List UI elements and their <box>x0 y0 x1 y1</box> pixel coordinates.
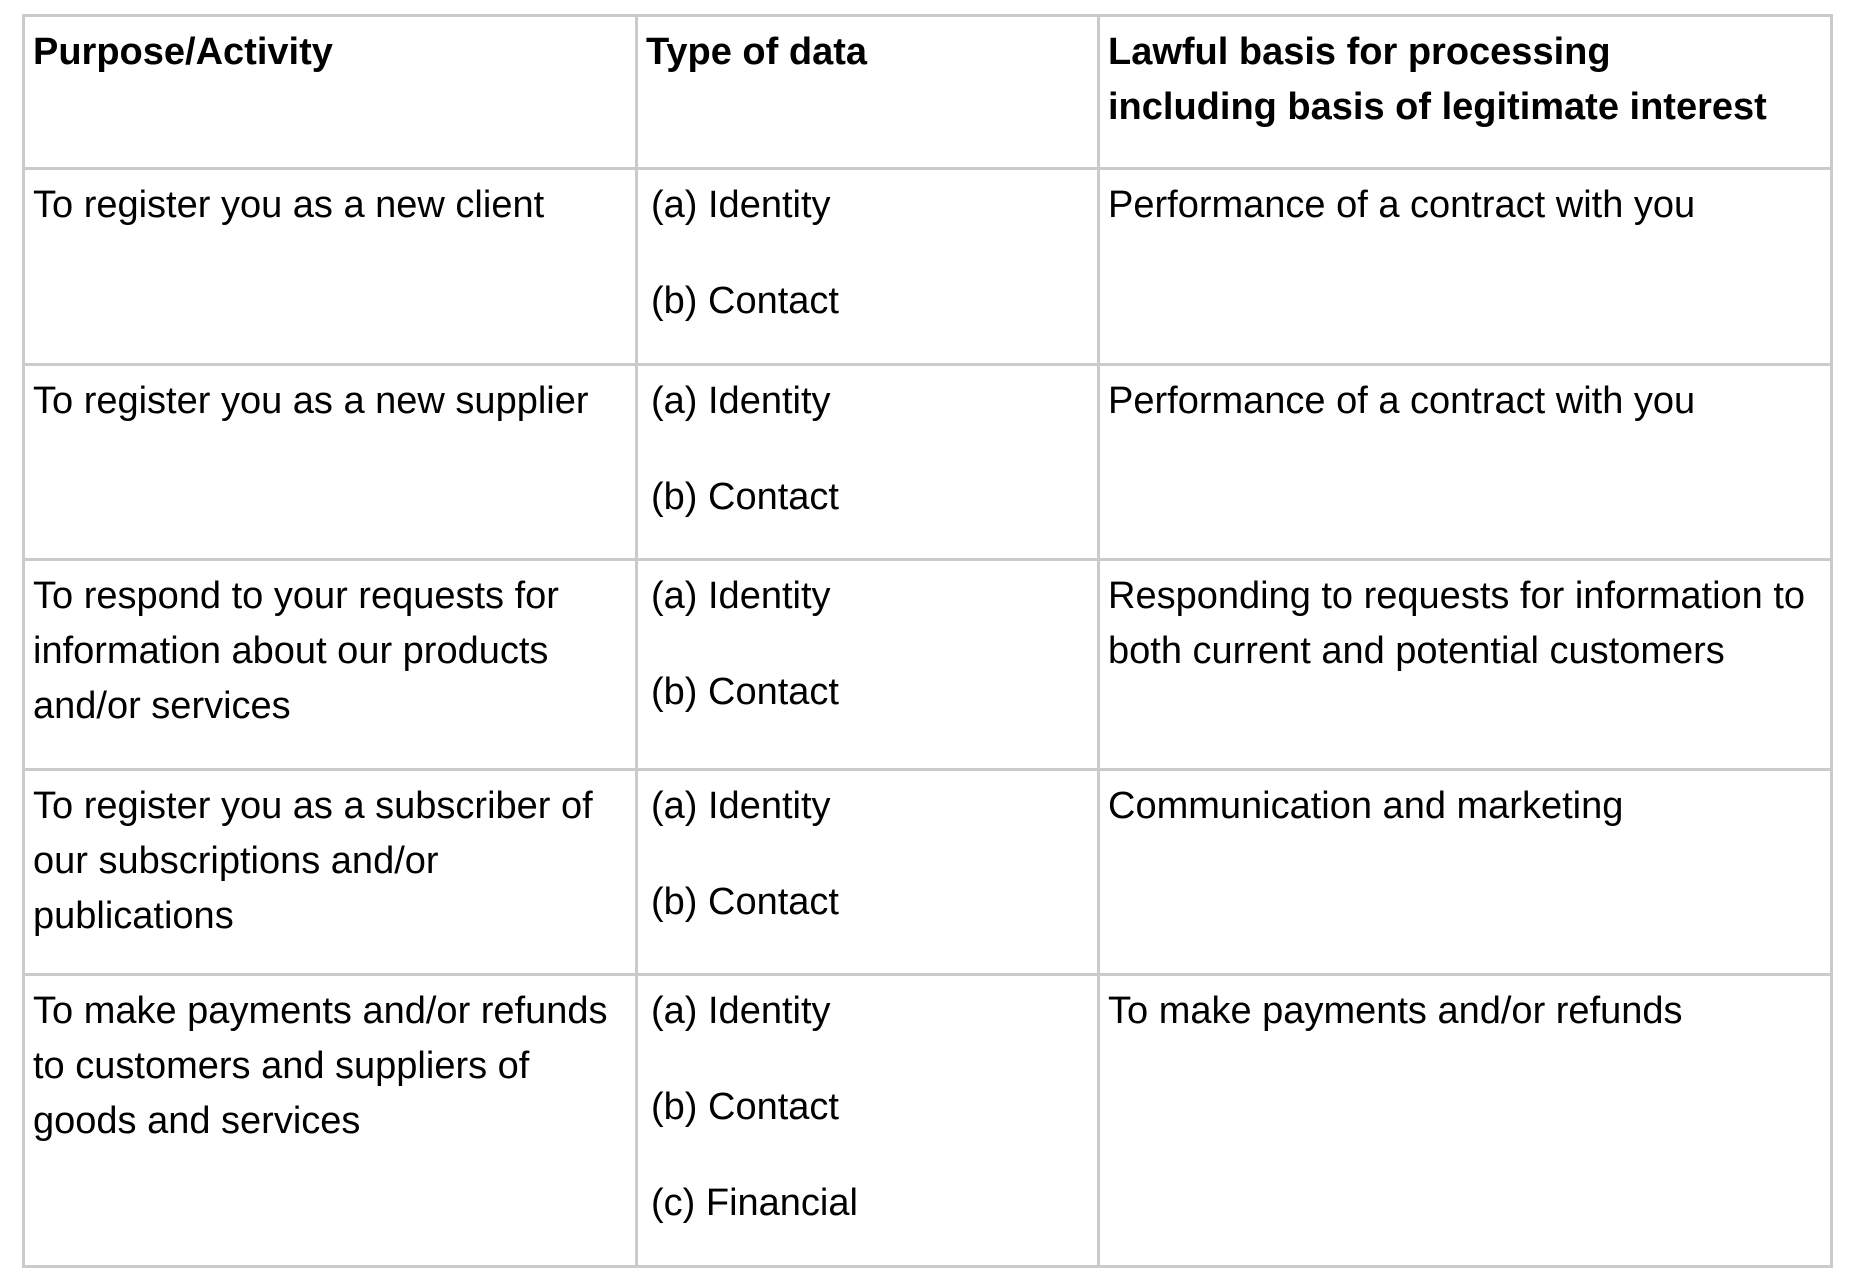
type-item: (b) Contact <box>651 280 839 322</box>
table-row-register-client: To register you as a new client (a) Iden… <box>22 167 1833 366</box>
type-item: (a) Identity <box>651 990 831 1032</box>
purpose-cell: To register you as a subscriber of our s… <box>22 768 638 976</box>
type-item: (b) Contact <box>651 1086 839 1128</box>
type-of-data-cell: (a) Identity (b) Contact <box>635 558 1100 771</box>
lawful-basis-text: Performance of a contract with you <box>1108 380 1696 422</box>
purpose-cell: To register you as a new supplier <box>22 363 638 561</box>
type-item: (b) Contact <box>651 671 839 713</box>
purpose-cell: To respond to your requests for informat… <box>22 558 638 771</box>
header-lawful-basis: Lawful basis for processing including ba… <box>1097 14 1833 170</box>
purpose-cell: To make payments and/or refunds to custo… <box>22 973 638 1268</box>
type-of-data-cell: (a) Identity (b) Contact (c) Financial <box>635 973 1100 1268</box>
table-row-register-supplier: To register you as a new supplier (a) Id… <box>22 363 1833 561</box>
table-row-register-subscriber: To register you as a subscriber of our s… <box>22 768 1833 976</box>
type-of-data-cell: (a) Identity (b) Contact <box>635 363 1100 561</box>
lawful-basis-cell: To make payments and/or refunds <box>1097 973 1833 1268</box>
lawful-basis-cell: Responding to requests for information t… <box>1097 558 1833 771</box>
purpose-text: To register you as a subscriber of our s… <box>33 785 593 937</box>
purpose-text: To make payments and/or refunds to custo… <box>33 990 608 1142</box>
lawful-basis-text: Performance of a contract with you <box>1108 184 1696 226</box>
header-row: Purpose/Activity Type of data Lawful bas… <box>22 14 1833 170</box>
type-item: (b) Contact <box>651 476 839 518</box>
type-item: (c) Financial <box>651 1182 858 1224</box>
type-of-data-cell: (a) Identity (b) Contact <box>635 167 1100 366</box>
type-item: (a) Identity <box>651 785 831 827</box>
type-item: (a) Identity <box>651 184 831 226</box>
table-row-make-payments: To make payments and/or refunds to custo… <box>22 973 1833 1268</box>
lawful-basis-text: Communication and marketing <box>1108 785 1624 827</box>
purpose-text: To register you as a new supplier <box>33 380 589 422</box>
lawful-basis-cell: Performance of a contract with you <box>1097 167 1833 366</box>
purpose-text: To register you as a new client <box>33 184 545 226</box>
type-item: (a) Identity <box>651 380 831 422</box>
lawful-basis-cell: Performance of a contract with you <box>1097 363 1833 561</box>
lawful-basis-table: Purpose/Activity Type of data Lawful bas… <box>22 14 1833 1268</box>
type-of-data-cell: (a) Identity (b) Contact <box>635 768 1100 976</box>
lawful-basis-cell: Communication and marketing <box>1097 768 1833 976</box>
purpose-cell: To register you as a new client <box>22 167 638 366</box>
purpose-text: To respond to your requests for informat… <box>33 575 559 727</box>
lawful-basis-text: Responding to requests for information t… <box>1108 575 1806 672</box>
table-row-respond-requests: To respond to your requests for informat… <box>22 558 1833 771</box>
lawful-basis-text: To make payments and/or refunds <box>1108 990 1683 1032</box>
type-item: (b) Contact <box>651 881 839 923</box>
header-type-of-data: Type of data <box>635 14 1100 170</box>
header-purpose-activity: Purpose/Activity <box>22 14 638 170</box>
type-item: (a) Identity <box>651 575 831 617</box>
